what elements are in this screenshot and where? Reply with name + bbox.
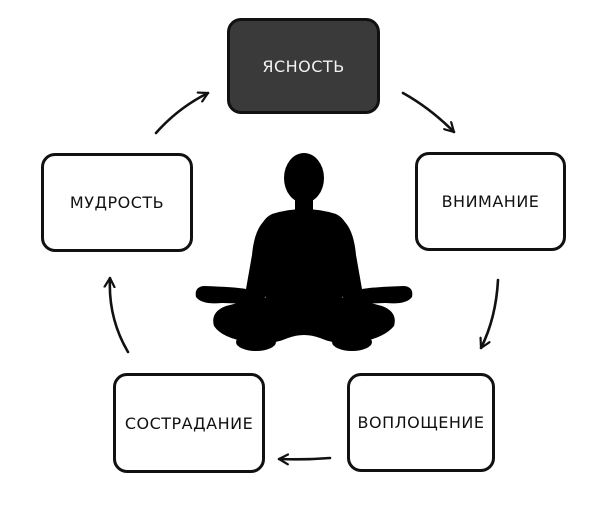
node-wisdom-label: МУДРОСТЬ (69, 193, 165, 212)
meditating-person-icon (195, 153, 413, 351)
node-attention-label: ВНИМАНИЕ (441, 192, 540, 211)
node-wisdom: МУДРОСТЬ (41, 153, 193, 252)
arrow-compassion-to-wisdom (110, 276, 130, 354)
node-clarity: ЯСНОСТЬ (227, 18, 380, 114)
arrow-wisdom-to-clarity (154, 93, 210, 135)
arrow-embodiment-to-compassion (277, 458, 332, 459)
node-attention: ВНИМАНИЕ (415, 152, 566, 251)
arrow-attention-to-embodiment (481, 278, 500, 350)
arrow-clarity-to-attention (401, 91, 456, 134)
node-clarity-label: ЯСНОСТЬ (262, 56, 345, 76)
node-compassion-label: СОСТРАДАНИЕ (124, 413, 254, 433)
node-compassion: СОСТРАДАНИЕ (113, 373, 265, 473)
node-embodiment: ВОПЛОЩЕНИЕ (347, 373, 495, 472)
node-embodiment-label: ВОПЛОЩЕНИЕ (357, 413, 485, 432)
